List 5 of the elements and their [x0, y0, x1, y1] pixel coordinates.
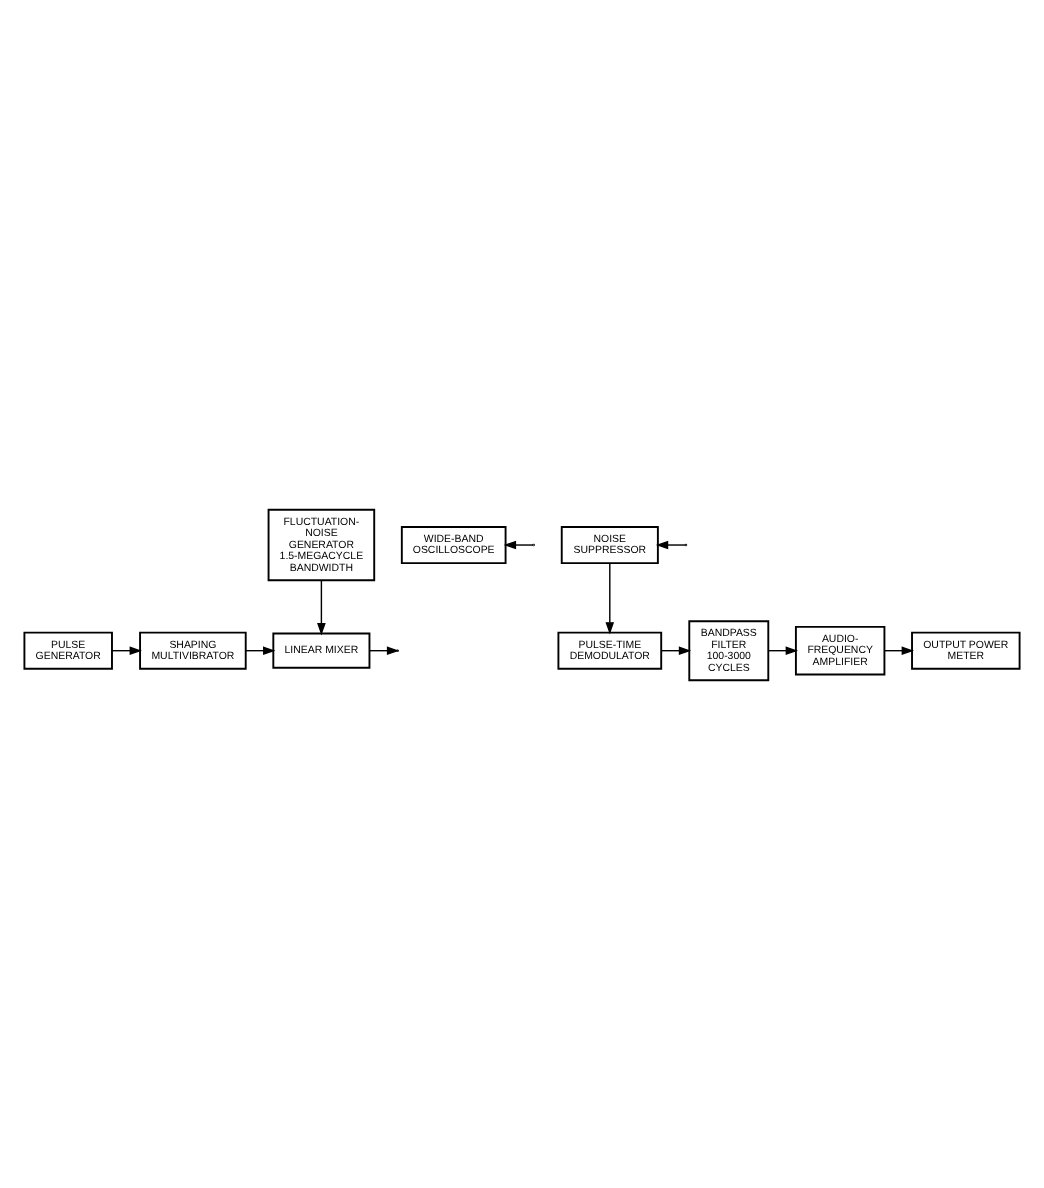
arrow: [111, 645, 142, 655]
arrow: [655, 539, 687, 549]
arrow: [605, 561, 615, 634]
arrow: [503, 539, 534, 549]
arrow: [317, 578, 326, 635]
